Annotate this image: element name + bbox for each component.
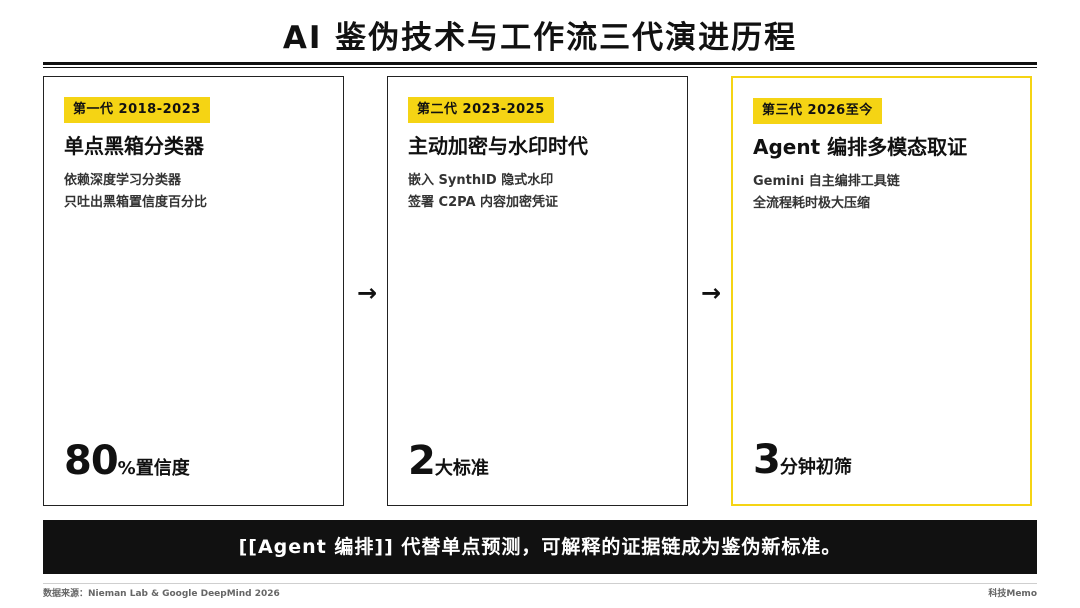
generation-heading: 单点黑箱分类器 <box>64 134 204 158</box>
generation-description: 嵌入 SynthID 隐式水印 签署 C2PA 内容加密凭证 <box>408 170 677 214</box>
description-line: Gemini 自主编排工具链 <box>753 174 900 189</box>
description-line: 全流程耗时极大压缩 <box>753 196 871 211</box>
stat-number: 3 <box>753 437 781 483</box>
right-arrow-icon: → <box>356 279 378 307</box>
generation-heading: 主动加密与水印时代 <box>408 134 588 158</box>
stat-unit: 大标准 <box>434 458 489 479</box>
generation-description: 依赖深度学习分类器 只吐出黑箱置信度百分比 <box>64 170 333 214</box>
footer-divider <box>43 583 1037 584</box>
description-line: 依赖深度学习分类器 <box>64 173 182 188</box>
generation-tag: 第一代 2018-2023 <box>64 97 210 123</box>
stat-number: 2 <box>408 438 436 484</box>
description-line: 嵌入 SynthID 隐式水印 <box>408 173 554 188</box>
conclusion-banner: [[Agent 编排]] 代替单点预测，可解释的证据链成为鉴伪新标准。 <box>43 520 1037 574</box>
description-line: 只吐出黑箱置信度百分比 <box>64 195 208 210</box>
stat-unit: %置信度 <box>117 458 190 479</box>
data-source: 数据来源：Nieman Lab & Google DeepMind 2026 <box>43 589 280 599</box>
generation-stat: 2大标准 <box>408 439 489 491</box>
stat-number: 80 <box>64 438 119 484</box>
generation-stat: 80%置信度 <box>64 439 190 491</box>
page-title: AI 鉴伪技术与工作流三代演进历程 <box>282 20 798 56</box>
right-arrow-icon: → <box>700 279 722 307</box>
generation-card-2: 第二代 2023-2025 主动加密与水印时代 嵌入 SynthID 隐式水印 … <box>387 76 688 506</box>
brand-label: 科技Memo <box>988 589 1037 599</box>
generation-card-3: 第三代 2026至今 Agent 编排多模态取证 Gemini 自主编排工具链 … <box>731 76 1032 506</box>
generation-card-1: 第一代 2018-2023 单点黑箱分类器 依赖深度学习分类器 只吐出黑箱置信度… <box>43 76 344 506</box>
generation-description: Gemini 自主编排工具链 全流程耗时极大压缩 <box>753 171 1020 215</box>
generation-tag: 第二代 2023-2025 <box>408 97 554 123</box>
description-line: 签署 C2PA 内容加密凭证 <box>408 195 559 210</box>
title-rule-thick <box>43 62 1037 65</box>
title-rule-thin <box>43 67 1037 68</box>
generation-heading: Agent 编排多模态取证 <box>753 135 968 159</box>
stat-unit: 分钟初筛 <box>779 457 852 478</box>
generation-tag: 第三代 2026至今 <box>753 98 882 124</box>
generation-stat: 3分钟初筛 <box>753 438 852 490</box>
